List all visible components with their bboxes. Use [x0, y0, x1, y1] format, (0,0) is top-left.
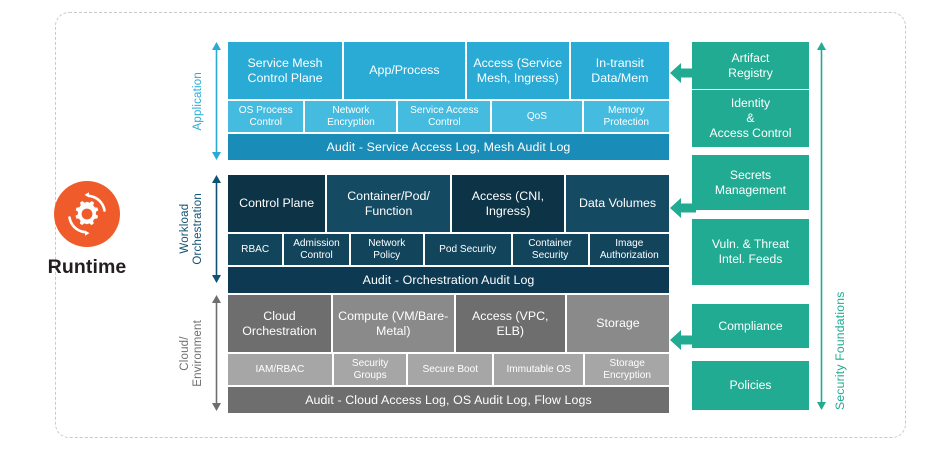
axis-arrow-security-foundations [817, 42, 826, 410]
cell-network-encryption[interactable]: Network Encryption [305, 101, 399, 132]
cell-compute-vm-bare-metal[interactable]: Compute (VM/Bare-Metal) [332, 295, 456, 352]
runtime-gear-refresh-icon [54, 181, 120, 247]
cell-access-service-mesh-ingress[interactable]: Access (Service Mesh, Ingress) [466, 42, 571, 99]
layer-workload-orchestration: Control Plane Container/Pod/ Function Ac… [228, 175, 670, 293]
cloud-main-row: Cloud Orchestration Compute (VM/Bare-Met… [228, 295, 669, 352]
cell-storage[interactable]: Storage [567, 295, 669, 352]
foundation-secrets-management[interactable]: Secrets Management [692, 155, 809, 210]
cell-pod-security[interactable]: Pod Security [424, 234, 513, 265]
runtime-label: Runtime [47, 256, 127, 278]
foundation-identity-access-control[interactable]: Identity & Access Control [692, 90, 809, 147]
axis-cloud-environment: Cloud/ Environment [168, 295, 222, 411]
audit-bar-cloud[interactable]: Audit - Cloud Access Log, OS Audit Log, … [228, 387, 669, 413]
runtime-badge: Runtime [12, 181, 162, 279]
foundation-arrow-workload-icon [670, 198, 696, 218]
cell-network-policy[interactable]: Network Policy [350, 234, 425, 265]
cell-data-volumes[interactable]: Data Volumes [566, 175, 669, 232]
application-sub-row: OS Process Control Network Encryption Se… [228, 101, 669, 132]
cell-memory-protection[interactable]: Memory Protection [583, 101, 669, 132]
axis-label-application: Application [192, 71, 204, 131]
axis-application: Application [168, 42, 222, 160]
cell-qos[interactable]: QoS [492, 101, 584, 132]
audit-bar-application[interactable]: Audit - Service Access Log, Mesh Audit L… [228, 134, 669, 160]
cell-immutable-os[interactable]: Immutable OS [494, 354, 586, 385]
application-main-row: Service Mesh Control Plane App/Process A… [228, 42, 669, 99]
cell-app-process[interactable]: App/Process [344, 42, 467, 99]
foundation-artifact-registry[interactable]: Artifact Registry [692, 42, 809, 89]
foundation-compliance[interactable]: Compliance [692, 304, 809, 348]
cell-access-vpc-elb[interactable]: Access (VPC, ELB) [455, 295, 567, 352]
cell-cloud-orchestration[interactable]: Cloud Orchestration [228, 295, 333, 352]
cell-service-access-control[interactable]: Service Access Control [398, 101, 493, 132]
cell-os-process-control[interactable]: OS Process Control [228, 101, 306, 132]
cell-security-groups[interactable]: Security Groups [333, 354, 409, 385]
cell-container-security[interactable]: Container Security [512, 234, 590, 265]
cell-storage-encryption[interactable]: Storage Encryption [585, 354, 669, 385]
axis-label-workload-orchestration: Workload Orchestration [179, 193, 204, 265]
cell-control-plane[interactable]: Control Plane [228, 175, 328, 232]
workload-main-row: Control Plane Container/Pod/ Function Ac… [228, 175, 669, 232]
foundation-policies[interactable]: Policies [692, 361, 809, 410]
axis-arrow-workload [212, 175, 221, 283]
cell-in-transit-data-mem[interactable]: In-transit Data/Mem [570, 42, 669, 99]
cloud-sub-row: IAM/RBAC Security Groups Secure Boot Imm… [228, 354, 669, 385]
cell-iam-rbac[interactable]: IAM/RBAC [228, 354, 334, 385]
foundation-arrow-application-icon [670, 63, 696, 83]
axis-workload-orchestration: Workload Orchestration [168, 175, 222, 283]
cell-secure-boot[interactable]: Secure Boot [408, 354, 495, 385]
layer-cloud-environment: Cloud Orchestration Compute (VM/Bare-Met… [228, 295, 669, 413]
workload-sub-row: RBAC Admission Control Network Policy Po… [228, 234, 670, 265]
cell-image-authorization[interactable]: Image Authorization [589, 234, 670, 265]
axis-arrow-cloud [212, 295, 221, 411]
cell-container-pod-function[interactable]: Container/Pod/ Function [327, 175, 452, 232]
cell-admission-control[interactable]: Admission Control [284, 234, 351, 265]
axis-label-cloud-environment: Cloud/ Environment [179, 319, 204, 387]
cell-service-mesh-control-plane[interactable]: Service Mesh Control Plane [228, 42, 345, 99]
layer-application: Service Mesh Control Plane App/Process A… [228, 42, 669, 160]
cell-rbac[interactable]: RBAC [228, 234, 285, 265]
audit-bar-workload[interactable]: Audit - Orchestration Audit Log [228, 267, 669, 293]
foundation-arrow-cloud-icon [670, 330, 696, 350]
cell-access-cni-ingress[interactable]: Access (CNI, Ingress) [451, 175, 567, 232]
axis-label-security-foundations: Security Foundations [833, 291, 847, 411]
diagram-outer-frame [55, 12, 906, 438]
axis-arrow-application [212, 42, 221, 160]
foundation-vuln-threat-intel-feeds[interactable]: Vuln. & Threat Intel. Feeds [692, 219, 809, 285]
